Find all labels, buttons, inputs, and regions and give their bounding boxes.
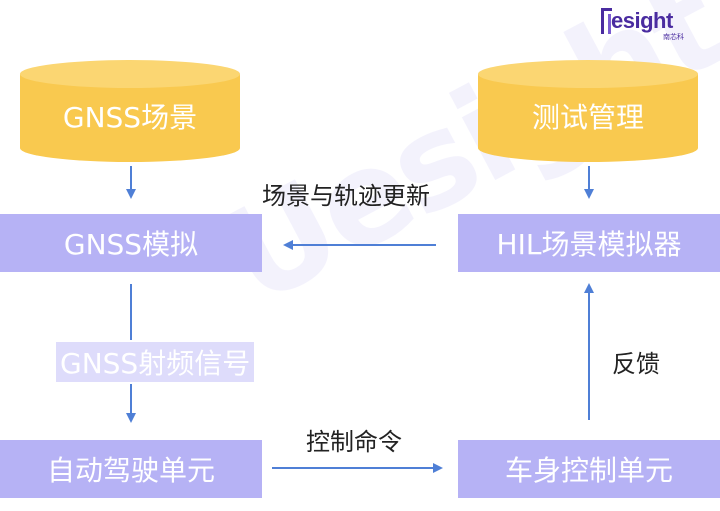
logo-subtext: 南芯科 xyxy=(663,33,684,41)
logo-mark-icon xyxy=(601,8,612,34)
autopilot-unit-label: 自动驾驶单元 xyxy=(46,454,215,487)
gnss-simulation-label: GNSS模拟 xyxy=(63,228,199,261)
test-management-cylinder: 测试管理 xyxy=(478,60,698,162)
scene-update-label: 场景与轨迹更新 xyxy=(262,182,430,210)
gnss-rf-signal-label: GNSS射频信号 xyxy=(56,342,255,382)
body-control-unit-label: 车身控制单元 xyxy=(504,454,673,487)
gnss-scene-label: GNSS场景 xyxy=(62,101,198,134)
hil-simulator-box: HIL场景模拟器 xyxy=(458,214,720,272)
logo-text: esight xyxy=(611,8,673,33)
hil-simulator-label: HIL场景模拟器 xyxy=(496,228,682,261)
feedback-label: 反馈 xyxy=(612,350,660,378)
gnss-scene-cylinder: GNSS场景 xyxy=(20,60,240,162)
gnss-simulation-box: GNSS模拟 xyxy=(0,214,262,272)
autopilot-unit-box: 自动驾驶单元 xyxy=(0,440,262,498)
test-management-label: 测试管理 xyxy=(531,101,644,134)
control-command-label: 控制命令 xyxy=(306,428,402,456)
brand-logo: esight 南芯科 xyxy=(601,2,711,42)
body-control-unit-box: 车身控制单元 xyxy=(458,440,720,498)
